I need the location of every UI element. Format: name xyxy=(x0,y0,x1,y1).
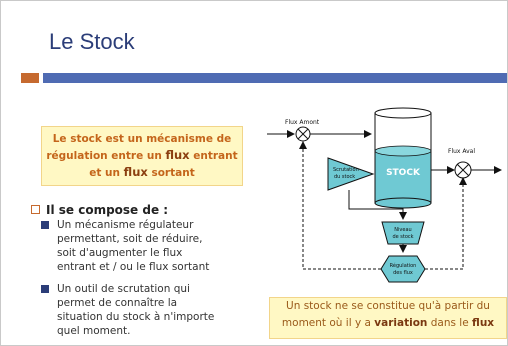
definition-text: sortant xyxy=(147,167,195,179)
note-line-1: Un stock ne se constitue qu'à partir du xyxy=(286,300,490,312)
bullet-line: Un outil de scrutation qui xyxy=(57,283,190,295)
slide-title: Le Stock xyxy=(49,29,135,54)
bullet-line: situation du stock à n'importe xyxy=(57,311,215,323)
bullet-item-2: Un outil de scrutation qui permet de con… xyxy=(41,282,257,338)
bullet-line: permet de connaître la xyxy=(57,297,178,309)
section-heading-text: Il se compose de : xyxy=(46,203,169,217)
definition-text: régulation entre un xyxy=(46,150,166,162)
regulation-label-1: Régulation xyxy=(390,262,417,269)
note-line-2: moment où il y a variation dans le flux xyxy=(270,315,506,332)
outflow-valve-icon xyxy=(454,161,472,179)
definition-line-2: régulation entre un flux entrant xyxy=(42,147,242,164)
title-bar xyxy=(43,73,507,83)
section-heading: Il se compose de : xyxy=(31,199,261,218)
bullet-item-1: Un mécanisme régulateur permettant, soit… xyxy=(41,218,257,274)
note-text: dans le xyxy=(427,317,473,329)
inflow-valve-icon xyxy=(295,126,311,142)
definition-line-3: et un flux sortant xyxy=(42,164,242,181)
definition-flux: flux xyxy=(123,165,148,179)
bullet-line: quel moment. xyxy=(57,325,131,337)
square-bullet-icon xyxy=(41,221,49,229)
scrutation-triangle xyxy=(327,157,375,191)
note-emphasis: flux xyxy=(472,317,495,329)
bullet-line: Un mécanisme régulateur xyxy=(57,219,194,231)
stock-level-box xyxy=(381,221,425,245)
definition-line-1: Le stock est un mécanisme de xyxy=(52,133,232,145)
bullet-line: soit d'augmenter le flux xyxy=(57,247,183,259)
definition-box: Le stock est un mécanisme de régulation … xyxy=(41,126,243,186)
regulation-label-2: des flux xyxy=(393,270,413,276)
flux-aval-label: Flux Aval xyxy=(448,148,475,155)
stock-tank xyxy=(374,107,432,209)
bullet-line: entrant et / ou le flux sortant xyxy=(57,261,210,273)
bullet-line: permettant, soit de réduire, xyxy=(57,233,203,245)
niveau-label-1: Niveau xyxy=(394,227,411,233)
hollow-square-bullet-icon xyxy=(31,205,40,214)
scrutation-label-2: du stock xyxy=(334,174,355,180)
stock-label: STOCK xyxy=(386,168,421,178)
regulation-to-outflow-dashed-arrow xyxy=(425,177,467,270)
note-box: Un stock ne se constitue qu'à partir du … xyxy=(269,297,507,339)
title-bar-accent xyxy=(21,73,39,83)
note-text: moment où il y a xyxy=(281,317,375,329)
regulation-to-inflow-dashed-arrow xyxy=(299,141,381,270)
regulation-box xyxy=(380,255,426,283)
note-emphasis: variation xyxy=(374,317,428,329)
square-bullet-icon xyxy=(41,285,49,293)
scrutation-to-level-arrow xyxy=(348,190,407,220)
definition-text: et un xyxy=(89,167,124,179)
scrutation-label-1: Scrutation xyxy=(333,167,359,173)
niveau-label-2: de stock xyxy=(392,234,413,240)
definition-flux: flux xyxy=(165,148,190,162)
flux-amont-label: Flux Amont xyxy=(285,119,320,126)
definition-text: entrant xyxy=(189,150,238,162)
